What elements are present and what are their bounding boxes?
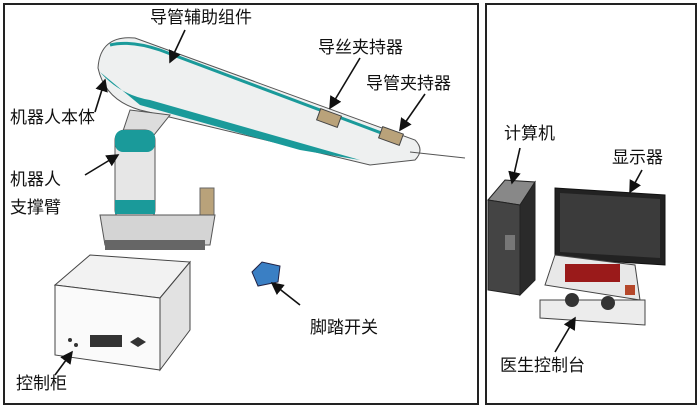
catheter-holder <box>377 125 405 147</box>
guidewire-holder <box>315 107 343 129</box>
label-doctor-console: 医生控制台 <box>500 356 585 376</box>
label-foot-switch: 脚踏开关 <box>310 318 378 338</box>
foot-switch <box>251 261 281 287</box>
control-cabinet <box>53 254 192 372</box>
label-support-arm-line1: 机器人 <box>10 170 61 190</box>
label-computer: 计算机 <box>504 124 555 144</box>
robot-side-panel <box>3 3 479 405</box>
label-support-arm-line2: 支撑臂 <box>10 198 61 218</box>
label-monitor: 显示器 <box>612 148 663 168</box>
doctor-side-panel <box>485 3 697 405</box>
robot-body <box>97 37 466 166</box>
label-catheter-holder: 导管夹持器 <box>366 74 451 94</box>
label-catheter-assist: 导管辅助组件 <box>150 8 252 28</box>
monitor <box>554 187 666 266</box>
label-robot-body: 机器人本体 <box>10 108 95 128</box>
leader-arrows <box>54 29 643 376</box>
robot-support-arm <box>99 109 216 250</box>
label-control-cabinet: 控制柜 <box>16 374 67 394</box>
label-guidewire-holder: 导丝夹持器 <box>318 38 403 58</box>
computer-tower <box>487 179 536 297</box>
doctor-console <box>539 254 646 326</box>
